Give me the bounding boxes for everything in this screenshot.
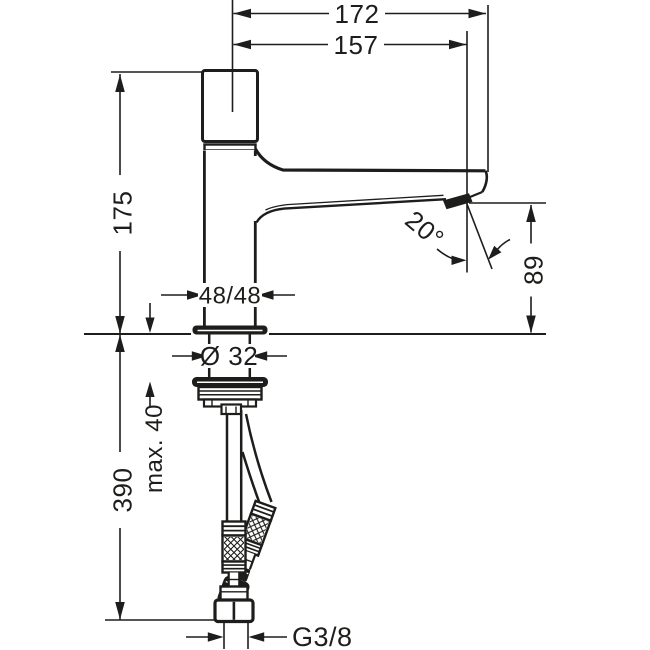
faucet-spout [255, 150, 487, 224]
arrowhead-up [115, 334, 125, 352]
dim-label-157: 157 [334, 30, 379, 60]
dim-label-20deg: 20° [400, 204, 451, 253]
arrowhead-down [145, 317, 155, 333]
arrowhead-right [449, 39, 467, 50]
arrowhead-right [187, 290, 203, 300]
dimension-g38: G3/8 [186, 622, 353, 650]
dim-label-89: 89 [519, 255, 549, 285]
spout-underside-highlight [265, 194, 444, 211]
dimension-89: 89 [517, 204, 549, 333]
dimension-157: 157 [233, 30, 467, 60]
dim-label-175: 175 [108, 191, 138, 236]
handle-ring [203, 143, 257, 152]
dim-label-diameter32: Ø 32 [200, 341, 258, 371]
arrowhead-up [115, 74, 125, 92]
arrowhead-left [248, 632, 265, 642]
arrowhead-up [145, 381, 155, 397]
arrowhead-right [468, 8, 486, 19]
extension-lines [84, 0, 546, 649]
angled-hose-braid [244, 515, 269, 544]
dimension-20deg: 20° [400, 203, 511, 270]
ext-lines-g38 [223, 622, 249, 649]
dimension-390: 390 [106, 334, 138, 620]
supply-hose-angled [217, 413, 277, 609]
spout-end-cap [481, 170, 489, 193]
straight-hose-braid [224, 537, 244, 560]
arrowhead-down [115, 602, 125, 620]
supply-hose-straight [213, 410, 255, 624]
hose-hub [220, 403, 243, 416]
dimension-diameter-32: Ø 32 [172, 341, 287, 371]
dim-label-172: 172 [335, 0, 380, 29]
arrowhead-down [115, 316, 125, 334]
dimension-175: 175 [106, 74, 138, 334]
dimension-4848: 48/48 [161, 283, 295, 310]
mounting-nut [197, 385, 263, 401]
arrowhead-right [191, 351, 208, 361]
arrowhead-right [207, 632, 224, 642]
spout-top-edge [254, 148, 486, 173]
arrowhead-left [257, 290, 274, 300]
angle-reference-line [466, 203, 493, 270]
angled-hose-right-edge [244, 413, 273, 503]
arrowhead-right [451, 255, 467, 265]
aerator [443, 193, 473, 210]
dim-label-max40: max. 40 [141, 404, 168, 493]
dim-label-390: 390 [108, 468, 138, 513]
dim-label-g38: G3/8 [292, 622, 353, 650]
angled-hose-left-edge [241, 451, 261, 504]
straight-hose-walls [225, 410, 243, 522]
dimension-172: 172 [233, 0, 486, 29]
spout-underside [255, 198, 447, 224]
arrowhead-down [526, 315, 536, 333]
dim-label-4848: 48/48 [199, 283, 262, 310]
arrowhead-left [233, 39, 251, 50]
arrowhead-left [251, 351, 268, 361]
straight-hose-collar [219, 585, 249, 602]
arrowhead-up [526, 204, 536, 222]
arrowhead-left [233, 8, 251, 19]
faucet-handle [201, 69, 259, 143]
dimension-max40: max. 40 [141, 303, 168, 493]
arrowhead-down-left [488, 245, 502, 260]
